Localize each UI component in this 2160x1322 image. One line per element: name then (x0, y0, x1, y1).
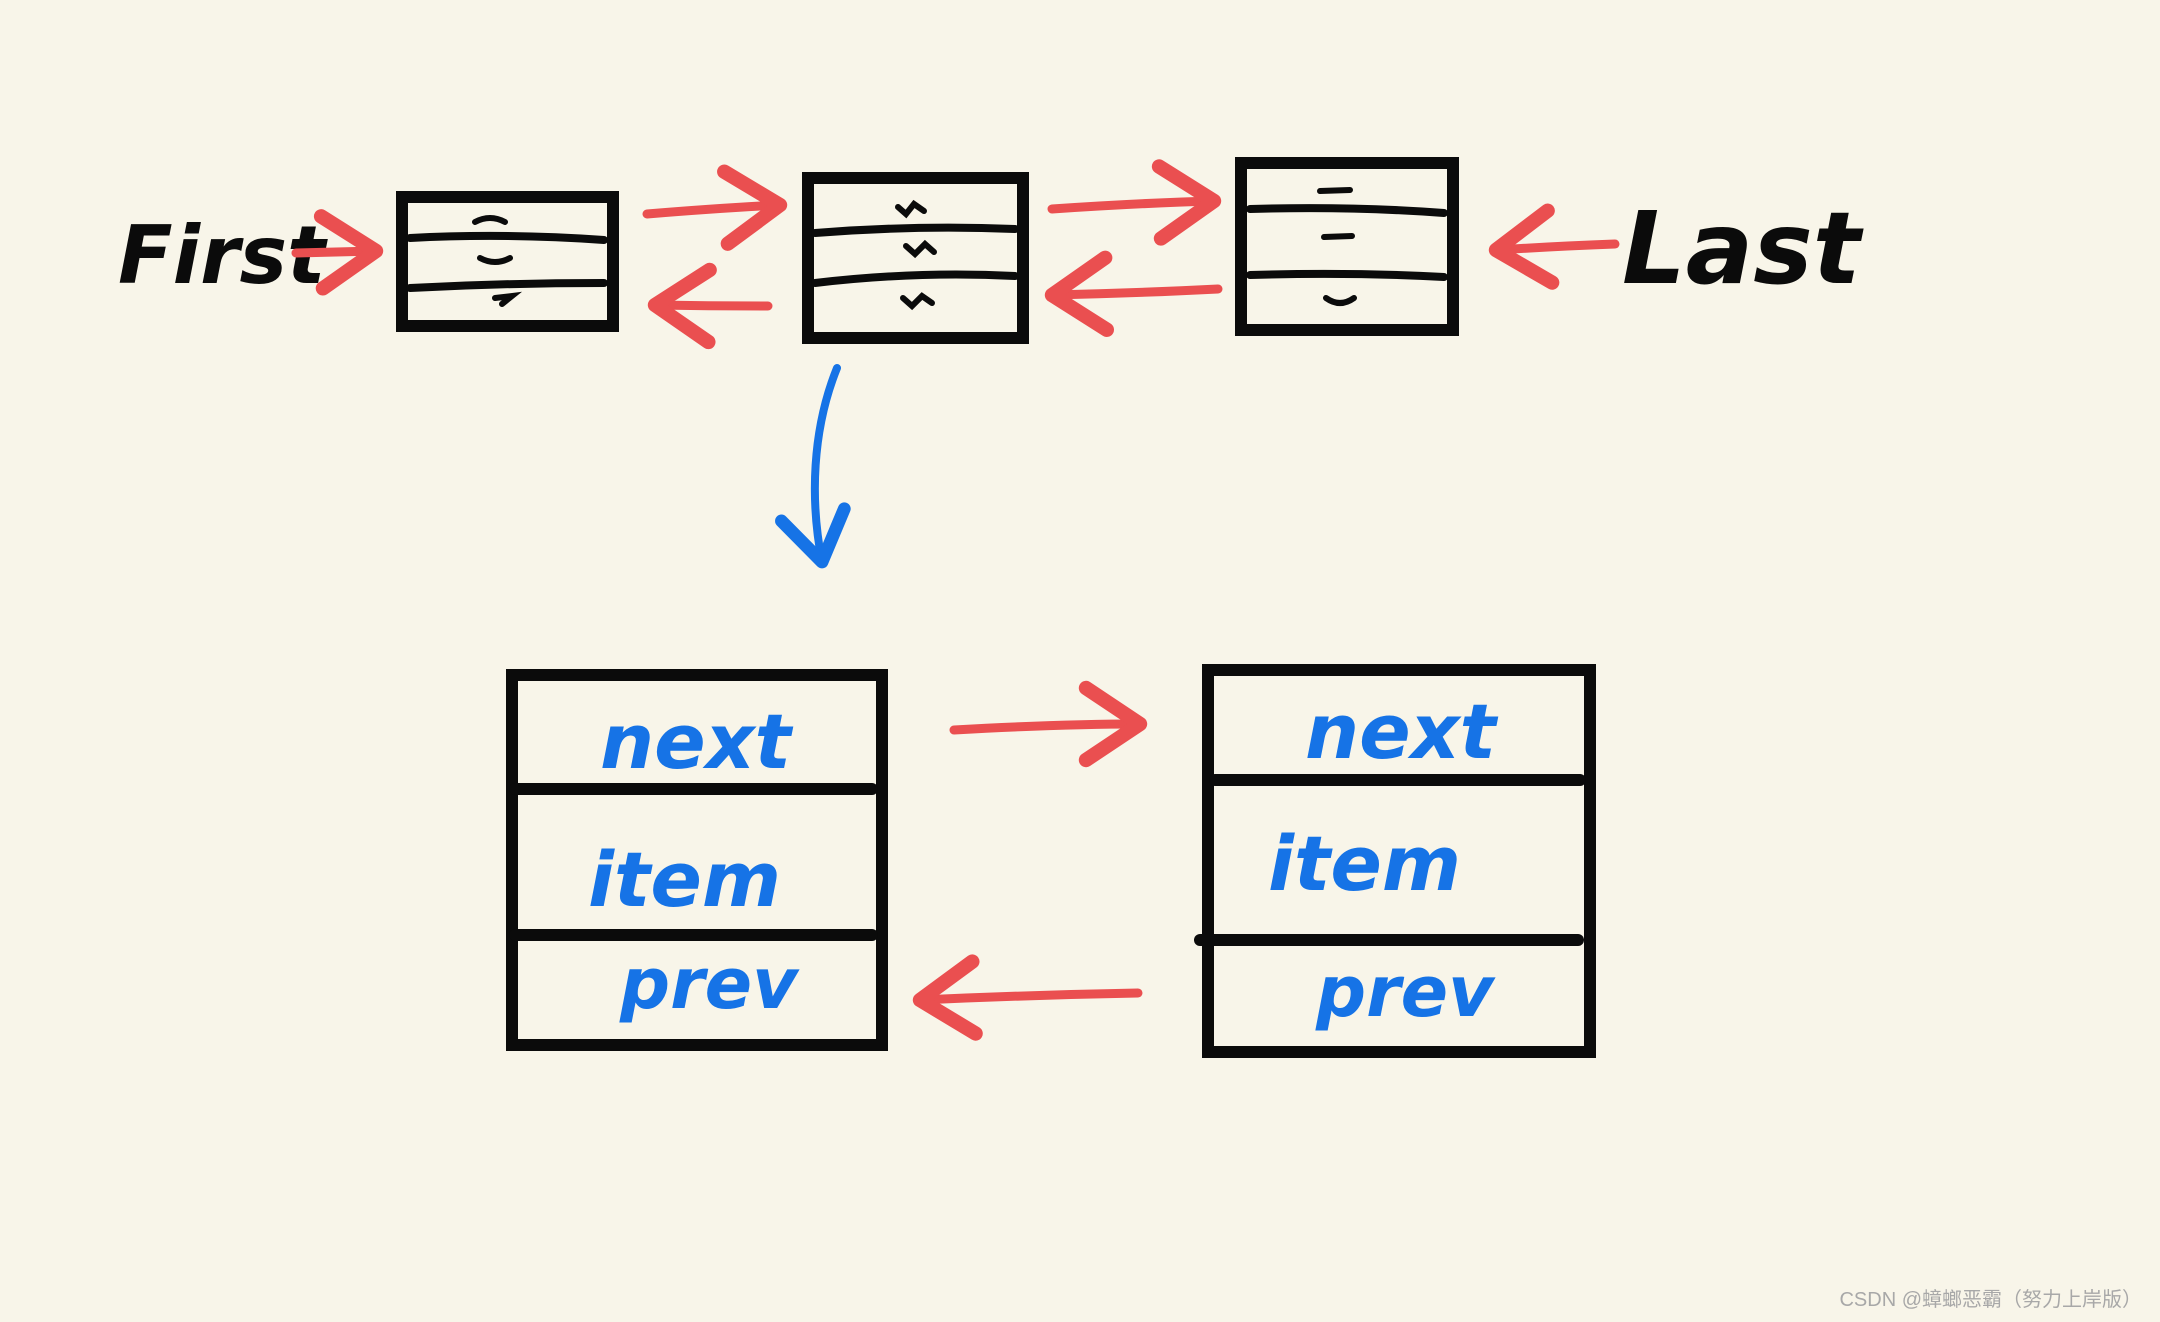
prev-link-2-1 (647, 262, 773, 350)
left-next-field: next (600, 697, 794, 786)
prev-link-3-2 (1044, 250, 1223, 337)
detail-node-left (506, 669, 888, 1051)
watermark-text: CSDN @蟑螂恶霸（努力上岸版） (1839, 1289, 2142, 1311)
detail-node-right (1194, 664, 1596, 1058)
expand-node-arrow (775, 364, 851, 569)
detail-prev-link (912, 954, 1143, 1041)
list-node-2 (802, 172, 1029, 344)
right-prev-field: prev (1315, 951, 1496, 1033)
next-link-2-3 (1047, 159, 1222, 246)
right-item-field: item (1268, 819, 1461, 908)
left-item-field: item (588, 835, 781, 924)
first-pointer-arrow (291, 209, 384, 296)
right-next-field: next (1305, 687, 1499, 776)
detail-next-link (949, 680, 1148, 768)
list-node-1 (396, 191, 619, 332)
last-pointer-arrow (1488, 203, 1620, 290)
left-prev-field: prev (619, 943, 800, 1025)
next-link-1-2 (642, 164, 788, 251)
last-label: Last (1622, 190, 1864, 307)
list-node-3 (1235, 157, 1459, 336)
